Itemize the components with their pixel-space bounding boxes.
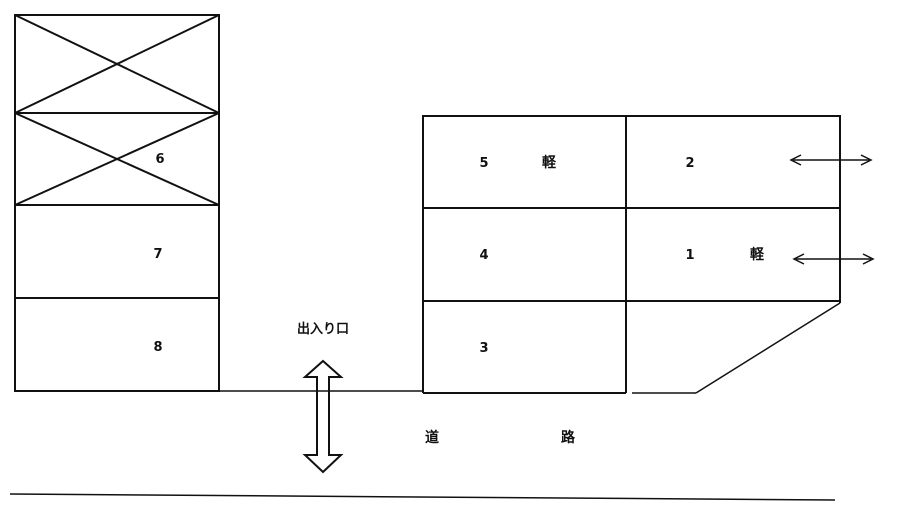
double-arrow-icon — [792, 253, 875, 265]
slot-number-1: 1 — [685, 248, 694, 263]
kei-car-mark: 軽 — [750, 246, 765, 263]
slot-number-5: 5 — [479, 156, 488, 171]
slot-number-8: 8 — [153, 340, 162, 355]
parking-slot-2: 2 — [685, 156, 694, 171]
slot-number-2: 2 — [685, 156, 694, 171]
cross-out-line — [14, 14, 220, 114]
cross-out-line — [14, 112, 220, 206]
parking-slot-4: 4 — [479, 248, 488, 263]
entrance-arrow-icon — [302, 359, 344, 474]
slot-number-3: 3 — [479, 341, 488, 356]
slot-number-7: 7 — [153, 247, 162, 262]
parking-slot-6: 6 — [14, 112, 220, 206]
entrance-label: 出入り口 — [297, 321, 349, 337]
road-edge-lower — [9, 493, 836, 501]
parking-slot-7: 7 — [153, 247, 162, 262]
parking-slot-top-unavailable — [14, 14, 220, 114]
right-block-outline — [422, 115, 841, 393]
parking-slot-5: 5 軽 — [479, 154, 557, 171]
parking-slot-3: 3 — [479, 341, 488, 356]
right-parking-block: 5 軽 2 4 1 軽 3 — [422, 115, 841, 394]
parking-slot-8: 8 — [153, 340, 162, 355]
kei-car-mark: 軽 — [542, 154, 557, 171]
double-arrow-icon — [789, 154, 873, 166]
left-parking-block: 6 7 8 — [14, 14, 220, 392]
road-label-char-1: 道 — [425, 429, 439, 446]
diagonal-boundary — [695, 302, 841, 394]
left-block-outline — [14, 14, 220, 392]
slot-number-6: 6 — [155, 152, 164, 167]
slot-number-4: 4 — [479, 248, 488, 263]
road-label-char-2: 路 — [561, 429, 576, 446]
parking-slot-1: 1 軽 — [685, 246, 765, 263]
